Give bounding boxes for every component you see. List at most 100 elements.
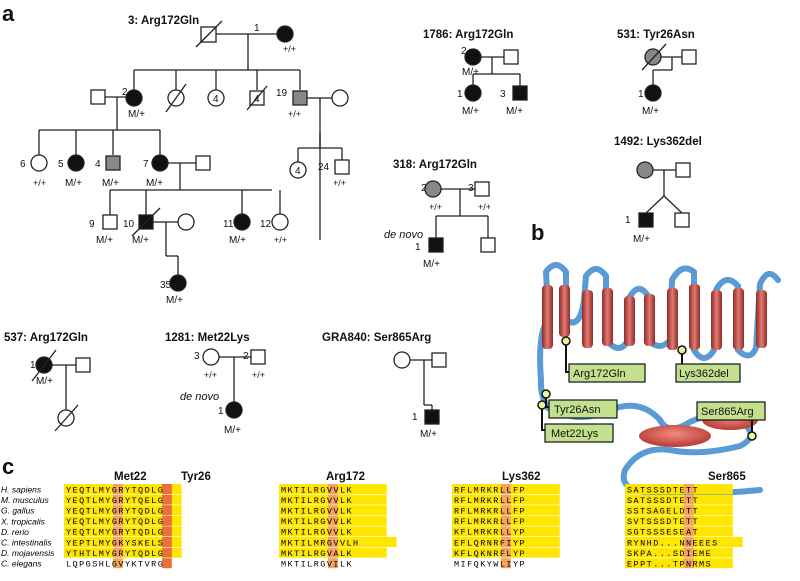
species-name: C. elegans <box>1 559 42 569</box>
sequence-row: YEQTLMYGRYTQDLG <box>66 507 164 517</box>
species-name: C. intestinalis <box>1 538 52 548</box>
alignment-header: Arg172 <box>326 471 365 483</box>
sequence-row: LQPGSHLGVYKTVRG <box>66 560 164 570</box>
variant-site-highlight <box>162 484 172 494</box>
genotype-label: M/+ <box>420 429 437 440</box>
sequence-row: YEQTLMYGRYTQDLG <box>66 485 164 495</box>
species-name: H. sapiens <box>1 485 42 495</box>
individual-number: 1 <box>625 215 631 226</box>
variant-site-highlight <box>683 526 694 537</box>
affected-female <box>67 154 85 172</box>
sequence-row: YEQTLMYGRYTQDLG <box>66 517 164 527</box>
individual-number: 3 <box>500 89 506 100</box>
male-symbol <box>674 212 690 228</box>
individual-number: 1 <box>457 89 463 100</box>
tm-helix <box>602 288 613 346</box>
tm-helix <box>667 288 678 350</box>
mutation-label: Lys362del <box>679 368 729 380</box>
sequence-row: EPPT...TPNRMS <box>627 560 712 570</box>
tm-helix <box>733 288 744 350</box>
tm-helix <box>689 284 700 350</box>
sequence-row: SATSSSDTETT <box>627 496 699 506</box>
affected-female <box>151 154 169 172</box>
variant-site-highlight <box>683 505 694 516</box>
deceased-slash <box>131 207 161 237</box>
pedigree-3: 3: Arg172Gln 1 +/+ 2 M/+ 4 4 19 +/+ <box>20 15 350 306</box>
mutation-marker <box>747 431 757 441</box>
female-symbol <box>30 154 48 172</box>
variant-site-highlight <box>501 494 511 505</box>
genotype-label: M/+ <box>462 67 479 78</box>
pedigree-1492: 1492: Lys362del 1 M/+ <box>614 136 702 245</box>
individual-number: 2 <box>461 46 467 57</box>
genotype-label: M/+ <box>462 106 479 117</box>
genotype-label: M/+ <box>633 234 650 245</box>
genotype-label: M/+ <box>146 178 163 189</box>
sequence-row: MKTILRGVALK <box>281 549 353 559</box>
variant-site-highlight <box>113 526 123 537</box>
variant-site-highlight <box>113 547 123 558</box>
genotype-label: +/+ <box>33 178 46 188</box>
male-symbol <box>503 49 519 65</box>
male-symbol <box>431 352 447 368</box>
mutation-label-box <box>544 423 614 443</box>
variant-site-highlight <box>162 526 172 537</box>
pedigree-title: 1492: Lys362del <box>614 136 702 148</box>
mutation-marker <box>537 400 547 410</box>
tm-helix <box>542 285 553 349</box>
individual-number: 1 <box>412 412 418 423</box>
panel-label-a: a <box>2 1 15 26</box>
sequence-row: MKTILRGVVLK <box>281 528 353 538</box>
male-symbol-grey <box>105 155 121 171</box>
genotype-label: +/+ <box>333 178 346 188</box>
variant-site-highlight <box>162 537 172 547</box>
variant-site-highlight <box>113 515 123 526</box>
individual-number: 19 <box>276 88 288 99</box>
male-symbol <box>480 237 496 253</box>
alignment-header: Ser865 <box>708 471 746 483</box>
variant-site-highlight <box>113 484 123 494</box>
tm-helix <box>582 290 593 348</box>
alignment-header: Met22 <box>114 471 147 483</box>
female-symbol <box>202 348 220 366</box>
de-novo-note: de novo <box>180 391 219 403</box>
variant-site-highlight <box>162 494 172 505</box>
mutation-marker <box>561 336 571 346</box>
variant-site-highlight <box>162 505 172 516</box>
affected-male <box>512 85 528 101</box>
variant-site-highlight <box>683 547 694 558</box>
conserved-highlight <box>625 526 733 537</box>
alignment-header: Tyr26 <box>181 471 211 483</box>
variant-site-highlight <box>328 515 338 526</box>
pedigree-title: 318: Arg172Gln <box>393 159 477 171</box>
mutation-label-box <box>696 401 766 421</box>
variant-site-highlight <box>113 558 123 569</box>
mutation-label-box <box>568 363 646 383</box>
individual-number: 2 <box>421 183 427 194</box>
species-name: D. rerio <box>1 527 29 537</box>
individual-number: 10 <box>123 219 135 230</box>
pedigree-title: 1281: Met22Lys <box>165 332 250 344</box>
variant-site-highlight <box>113 494 123 505</box>
affected-female <box>464 48 482 66</box>
variant-site-highlight <box>683 494 694 505</box>
male-symbol <box>675 162 691 178</box>
de-novo-note: de novo <box>384 229 423 241</box>
alignment-headers: Met22 Tyr26 Arg172 Lys362 Ser865 <box>114 471 746 483</box>
pedigree-title: 3: Arg172Gln <box>128 15 199 27</box>
carrier-female-grey <box>424 180 442 198</box>
genotype-label: M/+ <box>132 235 149 246</box>
protein-backbone <box>537 262 781 383</box>
sequence-row: MIFQKYWLIYP <box>454 560 526 570</box>
male-symbol <box>474 181 490 197</box>
tm-helix <box>559 285 570 337</box>
individual-number: 1 <box>30 360 36 371</box>
mutation-marker <box>677 345 687 355</box>
affected-male <box>638 212 654 228</box>
panel-label-b: b <box>531 220 544 245</box>
tm-helix <box>711 290 722 350</box>
pedigree-1786: 1786: Arg172Gln 2 M/+ 1 M/+ 3 M/+ <box>423 29 528 117</box>
conserved-highlight <box>625 547 733 558</box>
individual-number: 3 <box>194 351 200 362</box>
